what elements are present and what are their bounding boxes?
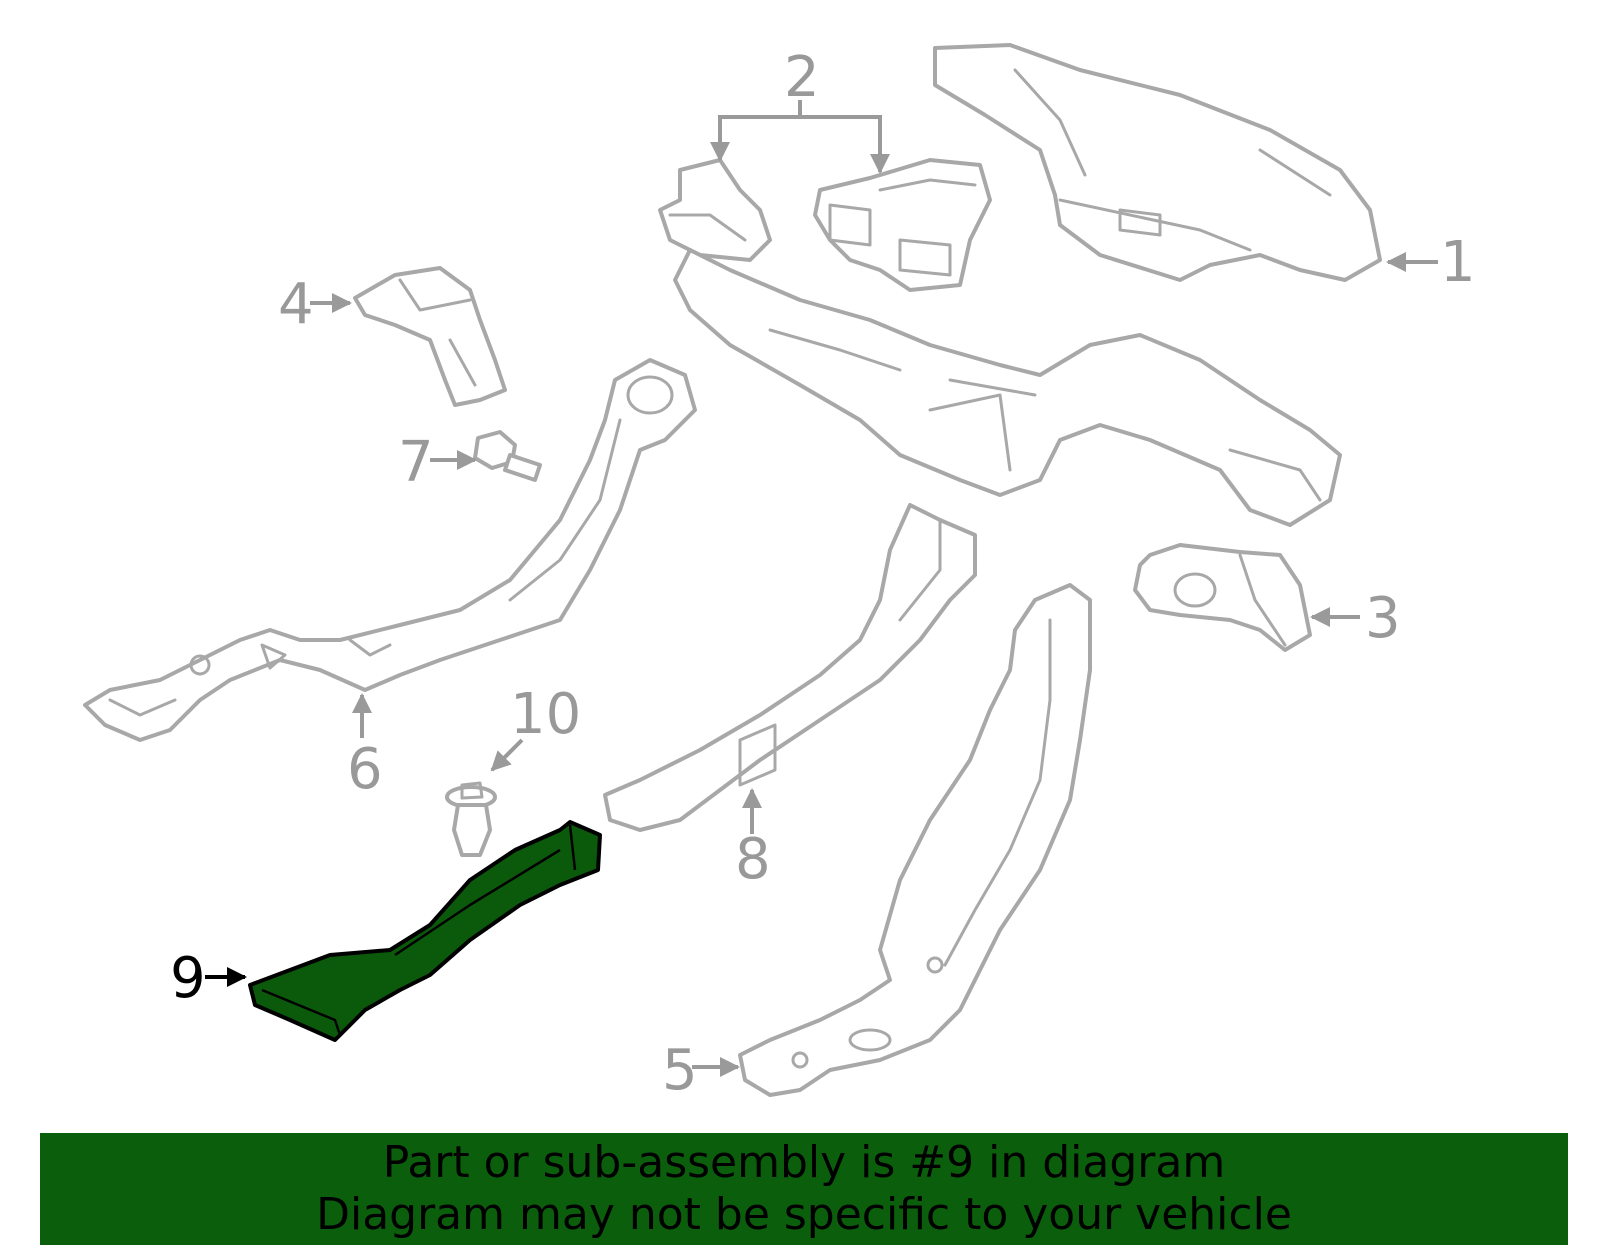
main-center-duct [673, 248, 1342, 527]
part-8-duct-center-floor [603, 503, 977, 832]
info-banner: Part or sub-assembly is #9 in diagram Di… [40, 1133, 1568, 1245]
callout-6: 6 [347, 737, 383, 802]
part-1-duct [933, 43, 1382, 282]
part-10-clip [445, 781, 497, 857]
part-5-floor-duct-right [738, 583, 1092, 1097]
callout-3: 3 [1365, 586, 1401, 651]
callout-5: 5 [662, 1038, 698, 1103]
callout-1: 1 [1440, 230, 1476, 295]
callout-8: 8 [735, 827, 771, 892]
callout-9: 9 [170, 946, 206, 1011]
callout-4: 4 [278, 272, 314, 337]
part-7-fastener [473, 430, 542, 482]
part-2-vent-right [813, 158, 992, 292]
callout-2: 2 [784, 45, 820, 110]
leader-lines [205, 100, 1438, 1077]
part-3-duct-elbow [1133, 543, 1312, 652]
part-9-duct-highlighted[interactable] [248, 820, 602, 1042]
callout-10: 10 [510, 682, 581, 747]
banner-line-2: Diagram may not be specific to your vehi… [316, 1189, 1292, 1240]
part-6-floor-duct-left [83, 358, 697, 742]
callout-7: 7 [398, 430, 434, 495]
part-4-bracket [353, 266, 507, 407]
banner-line-1: Part or sub-assembly is #9 in diagram [382, 1137, 1226, 1188]
part-2-vent-left [658, 158, 772, 262]
